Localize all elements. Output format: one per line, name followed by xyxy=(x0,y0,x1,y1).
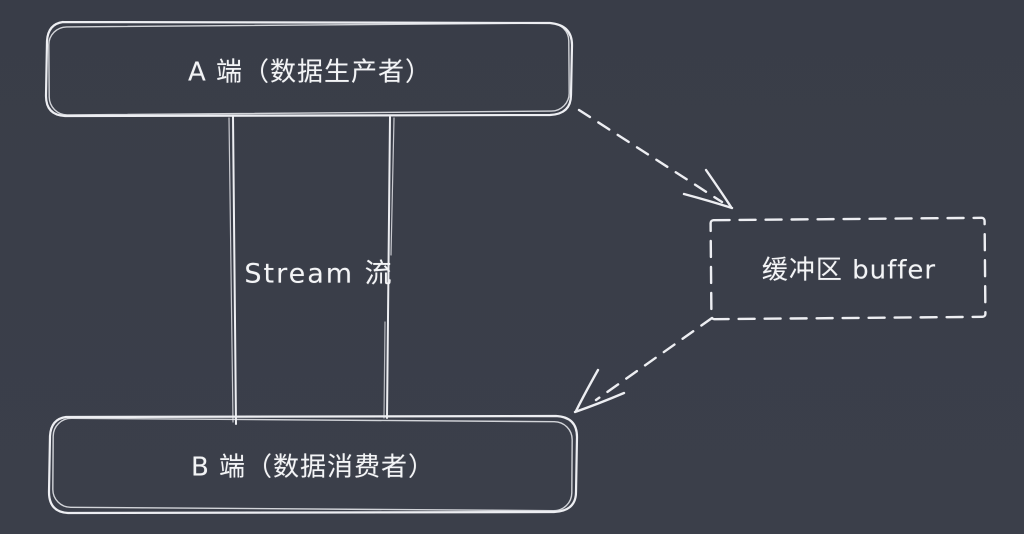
arrow-producer-to-buffer-head2 xyxy=(682,192,734,210)
producer-box-outline xyxy=(44,20,574,118)
producer-box-label: A 端（数据生产者） xyxy=(187,57,433,88)
consumer-box-label: B 端（数据消费者） xyxy=(190,452,436,483)
stream-line-left xyxy=(232,115,237,425)
arrow-producer-to-buffer-shaft xyxy=(577,108,724,204)
consumer-box-outline-sketch xyxy=(52,417,573,512)
stream-line-right xyxy=(386,116,391,419)
arrow-buffer-to-consumer-head2 xyxy=(573,391,626,414)
buffer-box-outline xyxy=(709,216,987,321)
stream-line-left-sketch xyxy=(228,117,234,423)
arrow-buffer-to-consumer-head xyxy=(574,368,600,413)
stream-label: Stream 流 xyxy=(244,258,394,290)
producer-box-outline-sketch xyxy=(48,22,570,116)
consumer-box-outline xyxy=(47,414,579,515)
arrow-buffer-to-consumer-shaft xyxy=(594,316,714,402)
arrow-producer-to-buffer-head xyxy=(704,168,733,209)
stream-line-right-sketch2 xyxy=(383,321,386,419)
stream-line-right-sketch xyxy=(390,117,395,256)
buffer-box-label: 缓冲区 buffer xyxy=(761,255,937,286)
